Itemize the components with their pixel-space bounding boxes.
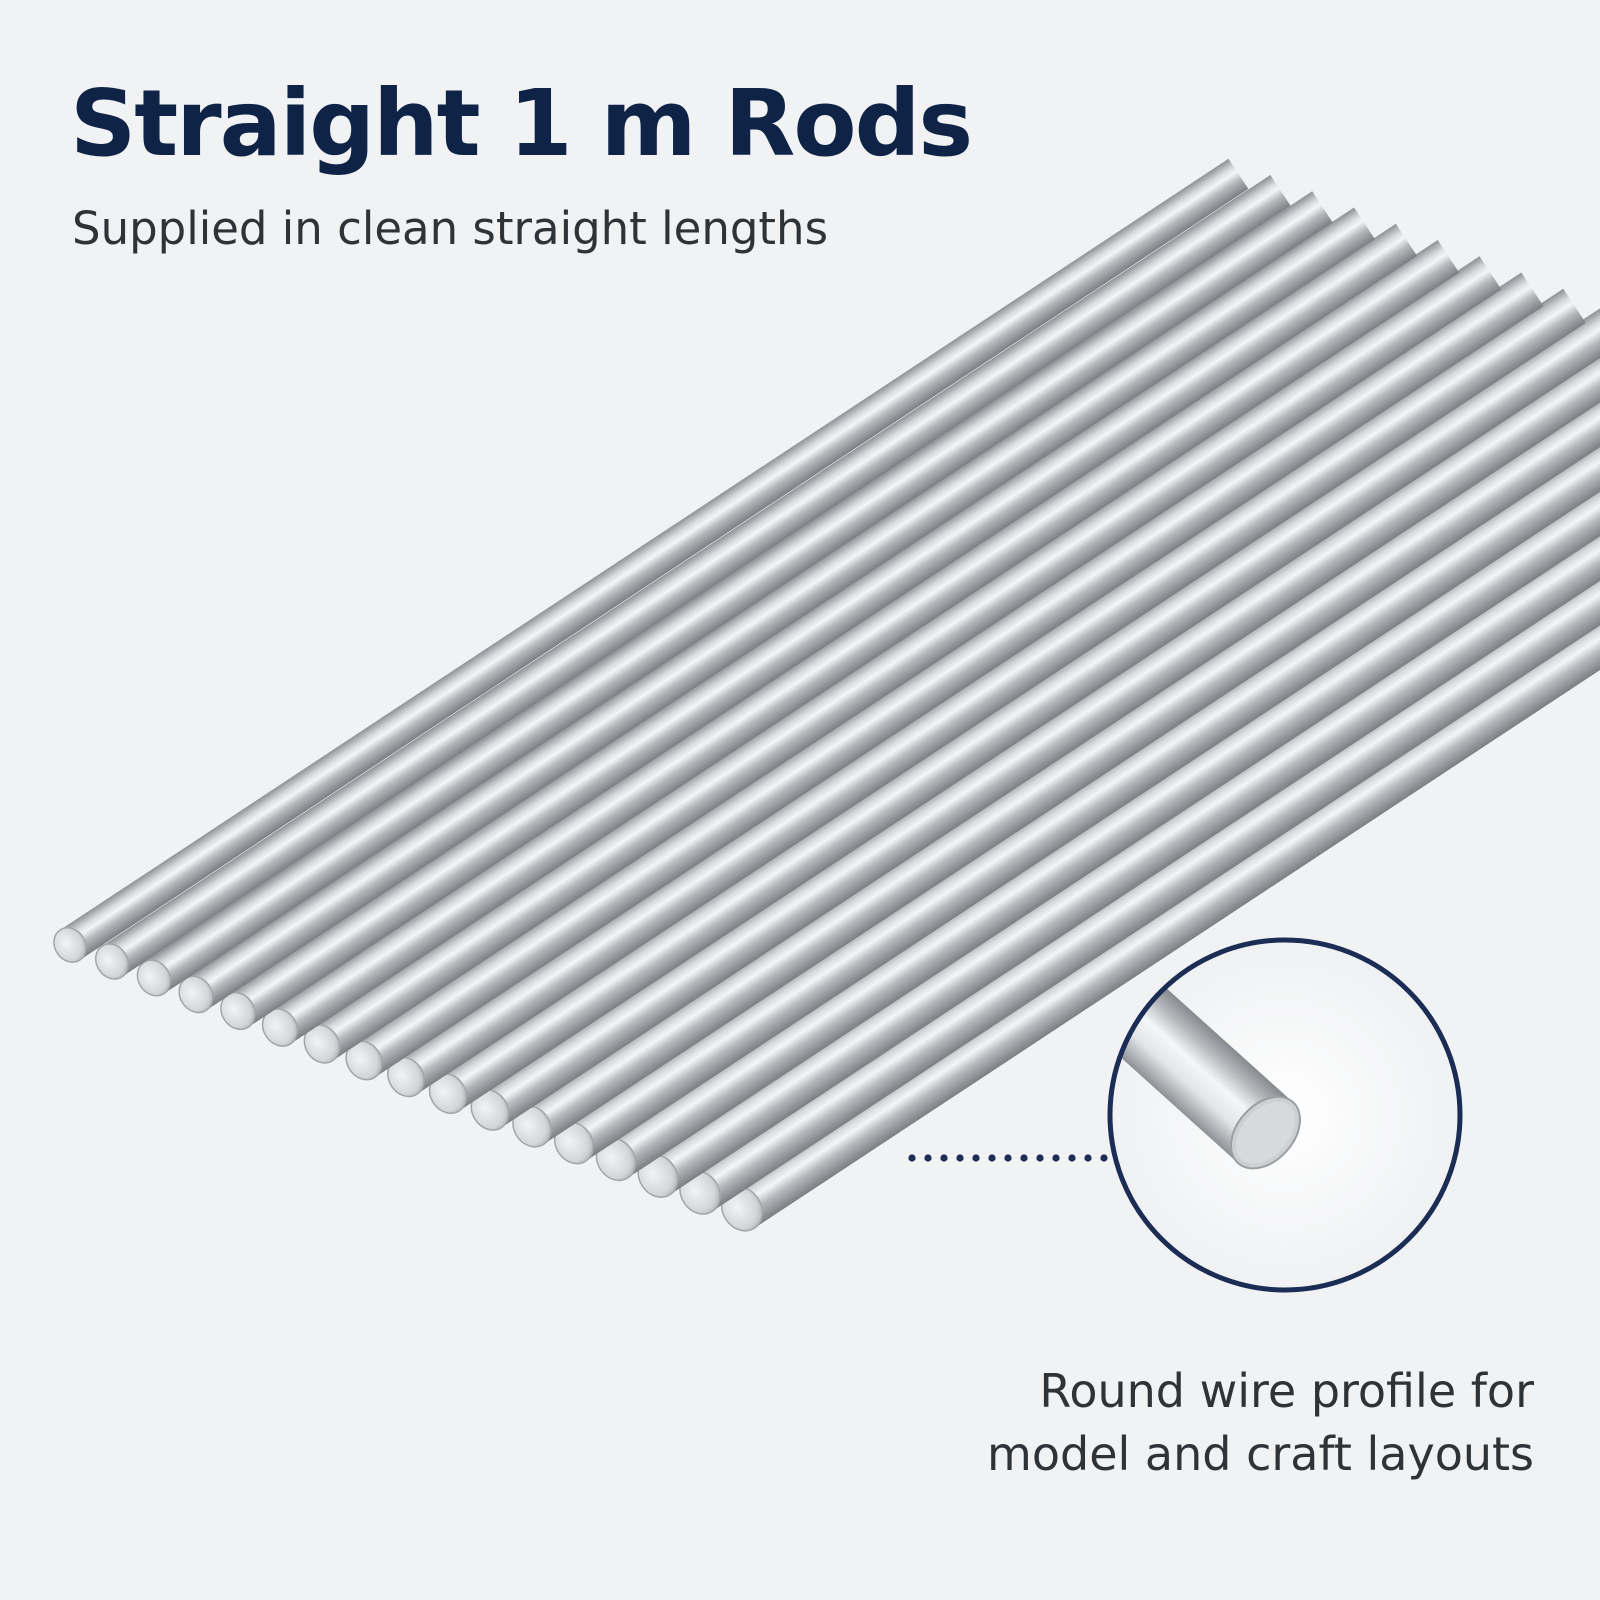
steel-rod [53, 158, 1249, 963]
zoomed-rod-body [1110, 940, 1293, 1164]
steel-rod-end [136, 959, 172, 997]
steel-rod [679, 402, 1600, 1215]
steel-rod [595, 370, 1600, 1182]
headline: Straight 1 m Rods [70, 70, 973, 177]
steel-rod [553, 353, 1600, 1165]
steel-rod [345, 272, 1544, 1081]
callout-line-1: Round wire profile for [1039, 1364, 1534, 1418]
steel-rod [303, 256, 1502, 1064]
steel-rod-body [394, 288, 1586, 1095]
steel-rod-body [687, 402, 1600, 1212]
steel-rod-body [60, 158, 1249, 961]
zoom-circle-ring [1107, 937, 1463, 1293]
steel-rod-body [729, 418, 1600, 1229]
steel-rod-body [603, 370, 1600, 1178]
steel-rod-body [436, 305, 1600, 1111]
steel-rod-end [94, 943, 130, 980]
steel-rod [428, 305, 1600, 1115]
steel-rod-body [645, 386, 1600, 1195]
steel-rod [261, 240, 1460, 1047]
steel-rod-body [478, 321, 1600, 1128]
callout-text: Round wire profile for model and craft l… [987, 1360, 1534, 1487]
steel-rod [470, 321, 1600, 1131]
steel-rod-bundle [53, 158, 1600, 1232]
detail-zoom-callout [908, 937, 1463, 1293]
steel-rod-body [520, 337, 1600, 1145]
callout-line-2: model and craft layouts [987, 1427, 1534, 1482]
steel-rod [178, 207, 1375, 1014]
steel-rod-body [143, 191, 1333, 994]
steel-rod [94, 175, 1291, 980]
steel-rod [220, 223, 1418, 1031]
steel-rod-body [101, 175, 1291, 977]
steel-rod-body [311, 256, 1502, 1061]
steel-rod-end [53, 927, 87, 963]
steel-rod-body [352, 272, 1544, 1078]
subheadline: Supplied in clean straight lengths [72, 202, 829, 255]
steel-rod [387, 288, 1586, 1098]
steel-rod-body [185, 207, 1375, 1011]
steel-rod [136, 191, 1333, 997]
dotted-leader-line [908, 1154, 1108, 1162]
steel-rod-body [269, 240, 1460, 1044]
steel-rod-body [227, 223, 1418, 1028]
steel-rod-body [562, 353, 1600, 1162]
